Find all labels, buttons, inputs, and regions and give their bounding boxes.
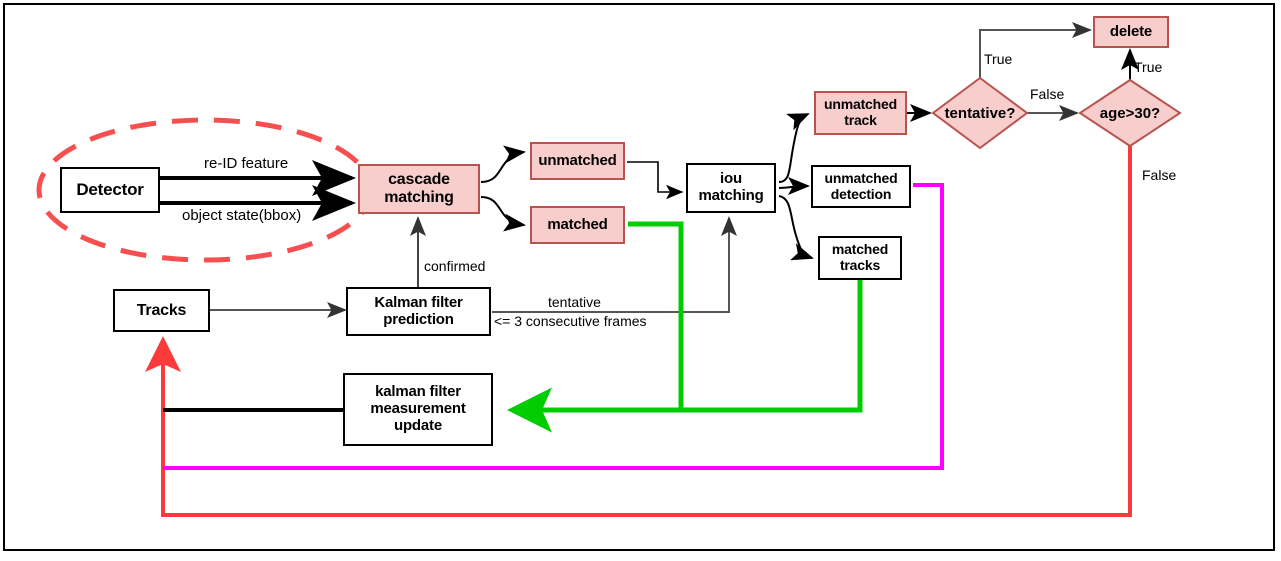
edge-label-age-true: True — [1134, 59, 1163, 75]
edge-label-object-state: object state(bbox) — [182, 207, 302, 224]
edge-label-reid-feature: re-ID feature — [204, 155, 289, 172]
diagram-outer-frame — [3, 3, 1275, 551]
node-unmatched-label: unmatched — [538, 151, 617, 169]
edge-tentative-true — [979, 22, 1092, 82]
edge-iou-to-matched-tracks — [778, 195, 814, 261]
node-kalman-prediction-label: Kalman filter prediction — [374, 293, 463, 329]
edge-tentative — [492, 216, 737, 313]
edge-unmatched-detection-magenta-loop — [163, 183, 944, 470]
iou-line-1: iou — [720, 170, 742, 188]
node-unmatched[interactable]: unmatched — [530, 142, 625, 180]
edge-matched-tracks-green — [681, 272, 863, 413]
unmatched-track-line-1: unmatched — [824, 96, 897, 113]
unmatched-track-line-2: track — [844, 112, 877, 128]
matched-tracks-line-1: matched — [831, 241, 889, 258]
node-delete-label: delete — [1109, 22, 1153, 40]
node-delete[interactable]: delete — [1093, 16, 1169, 48]
matched-tracks-line-2: tracks — [839, 257, 881, 273]
unmatched-detection-line-2: detection — [830, 185, 892, 202]
edge-label-tentative-true: True — [984, 51, 1013, 67]
node-unmatched-track[interactable]: unmatched track — [814, 91, 907, 135]
node-detector[interactable]: Detector — [60, 167, 160, 213]
node-kalman-prediction[interactable]: Kalman filter prediction — [346, 287, 491, 336]
node-tracks[interactable]: Tracks — [113, 289, 210, 332]
edge-unmatched-to-iou — [627, 161, 684, 200]
node-unmatched-track-label: unmatched track — [824, 96, 897, 128]
tentative-decision-diamond[interactable] — [931, 76, 1029, 150]
node-matched[interactable]: matched — [530, 206, 625, 244]
kalman-update-line-3: update — [394, 416, 442, 434]
kalman-update-line-1: kalman filter — [375, 383, 461, 401]
node-iou-matching[interactable]: iou matching — [686, 163, 776, 213]
edge-iou-to-unmatched-detection — [778, 177, 810, 195]
edge-matched-green — [507, 221, 684, 433]
node-kalman-update-label: kalman filter measurement update — [370, 383, 466, 434]
node-matched-label: matched — [547, 215, 608, 233]
edge-label-consecutive-frames: <= 3 consecutive frames — [494, 313, 647, 329]
kalman-prediction-line-2: prediction — [383, 310, 454, 328]
edge-iou-to-unmatched-track — [778, 113, 810, 183]
age-decision-diamond[interactable] — [1078, 78, 1182, 148]
cascade-line-2: matching — [384, 189, 454, 206]
node-unmatched-detection[interactable]: unmatched detection — [811, 165, 911, 208]
kalman-prediction-line-1: Kalman filter — [374, 293, 463, 311]
node-detector-label: Detector — [76, 180, 144, 200]
iou-line-2: matching — [698, 187, 764, 204]
edge-label-confirmed: confirmed — [424, 258, 486, 274]
edge-label-age-false: False — [1142, 167, 1177, 183]
node-iou-matching-label: iou matching — [698, 170, 764, 205]
unmatched-detection-line-1: unmatched — [824, 169, 898, 186]
kalman-update-line-2: measurement — [370, 400, 466, 418]
node-unmatched-detection-label: unmatched detection — [824, 169, 898, 202]
node-cascade-matching-label: cascade matching — [384, 171, 454, 207]
node-cascade-matching[interactable]: cascade matching — [358, 164, 480, 214]
edge-label-tentative: tentative — [548, 294, 601, 310]
cascade-line-1: cascade — [388, 171, 450, 189]
edge-cascade-to-unmatched — [480, 145, 526, 183]
edge-label-tentative-false: False — [1030, 86, 1065, 102]
node-matched-tracks[interactable]: matched tracks — [818, 236, 902, 280]
edge-cascade-to-matched — [480, 196, 526, 232]
edge-age-false-red-loop — [145, 143, 1132, 517]
node-tracks-label: Tracks — [136, 301, 187, 319]
node-kalman-update[interactable]: kalman filter measurement update — [343, 373, 493, 446]
node-matched-tracks-label: matched tracks — [831, 241, 889, 273]
